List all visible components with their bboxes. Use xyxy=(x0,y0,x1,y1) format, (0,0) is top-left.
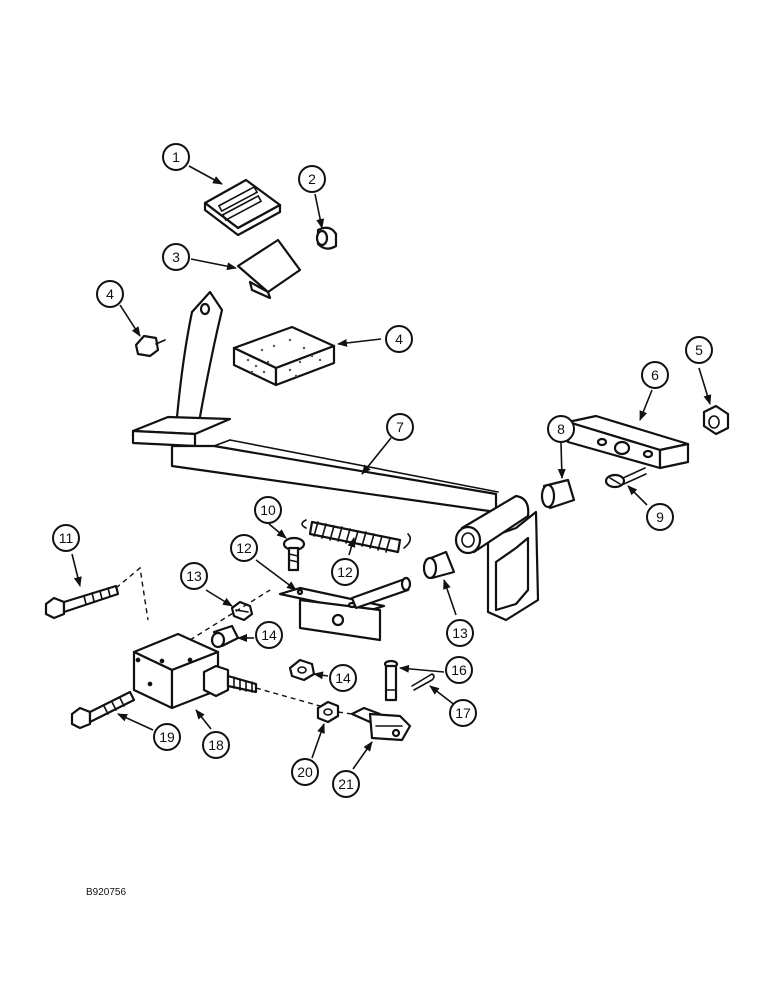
centerline-nut-clevis xyxy=(337,711,353,715)
centerline-stud xyxy=(255,687,321,707)
callout-4-right: 8 xyxy=(547,415,575,443)
svg-text:10: 10 xyxy=(260,502,276,518)
callout-13-right: 9 xyxy=(646,503,674,531)
svg-text:9: 9 xyxy=(656,509,664,525)
part-clevis-pin xyxy=(383,659,399,702)
callout-7: 21 xyxy=(332,770,360,798)
svg-text:3: 3 xyxy=(172,249,180,265)
callout-1: 3 xyxy=(162,243,190,271)
part-bolt-11 xyxy=(134,334,166,358)
part-pedal-pad xyxy=(203,178,282,237)
part-nut-19 xyxy=(230,600,254,622)
part-pedal-cap xyxy=(236,238,302,300)
part-spring xyxy=(301,519,412,554)
svg-text:6: 6 xyxy=(651,367,659,383)
callout-11: 4 xyxy=(96,280,124,308)
part-nut-21 xyxy=(316,700,340,724)
callout-5: 6 xyxy=(641,361,669,389)
callout-18: 11 xyxy=(52,524,80,552)
svg-text:21: 21 xyxy=(338,776,354,792)
svg-text:5: 5 xyxy=(695,342,703,358)
svg-text:4: 4 xyxy=(395,331,403,347)
svg-text:1: 1 xyxy=(172,149,180,165)
part-bolt-18 xyxy=(44,584,120,620)
svg-text:13: 13 xyxy=(186,568,202,584)
svg-text:7: 7 xyxy=(396,419,404,435)
centerline-bushing xyxy=(189,589,271,641)
svg-text:12: 12 xyxy=(337,564,353,580)
part-bushing-right xyxy=(540,478,576,510)
part-bushing-12 xyxy=(210,624,240,649)
svg-text:4: 4 xyxy=(106,286,114,302)
figure-reference: B920756 xyxy=(86,887,127,898)
callout-14-right: 5 xyxy=(685,336,713,364)
leader-lines xyxy=(71,165,712,770)
callout-2: 1 xyxy=(162,143,190,171)
part-pedal-shaft xyxy=(131,290,540,622)
part-bushing-left xyxy=(422,550,456,580)
part-clevis xyxy=(350,706,412,742)
part-foam-pad xyxy=(232,325,336,387)
svg-text:2: 2 xyxy=(308,171,316,187)
svg-text:11: 11 xyxy=(59,530,74,546)
part-screw-right xyxy=(604,467,647,489)
callout-16: 16 xyxy=(445,656,473,684)
callout-12-top: 2 xyxy=(298,165,326,193)
svg-text:8: 8 xyxy=(557,421,565,437)
part-nut-center xyxy=(288,658,316,682)
svg-text:16: 16 xyxy=(451,662,467,678)
part-cotter-pin xyxy=(411,673,435,691)
part-nut-right xyxy=(702,404,730,436)
svg-text:13: 13 xyxy=(452,625,468,641)
callout-20: 19 xyxy=(153,723,181,751)
callout-12-left: 14 xyxy=(255,621,283,649)
part-spring-bracket xyxy=(278,576,412,642)
part-screw-left xyxy=(282,536,306,572)
centerline-bolt-18 xyxy=(115,566,149,621)
callout-6: 12 xyxy=(230,534,258,562)
callout-17: 17 xyxy=(449,699,477,727)
svg-text:18: 18 xyxy=(208,737,224,753)
svg-text:14: 14 xyxy=(335,670,351,686)
svg-text:20: 20 xyxy=(297,764,313,780)
part-bolt-20 xyxy=(70,690,136,730)
callout-9: 4 xyxy=(385,325,413,353)
part-bushing-top xyxy=(315,226,338,250)
svg-text:17: 17 xyxy=(455,705,471,721)
part-mount-plate xyxy=(566,414,690,470)
callout-4-left: 13 xyxy=(446,619,474,647)
callout-14-center: 14 xyxy=(329,664,357,692)
callout-19: 13 xyxy=(180,562,208,590)
svg-text:14: 14 xyxy=(261,627,277,643)
svg-text:19: 19 xyxy=(159,729,175,745)
callout-10: 18 xyxy=(202,731,230,759)
svg-text:12: 12 xyxy=(236,540,252,556)
callout-8: 12 xyxy=(331,558,359,586)
callout-3: 7 xyxy=(386,413,414,441)
callout-13-left: 10 xyxy=(254,496,282,524)
callout-21: 20 xyxy=(291,758,319,786)
part-switch-block xyxy=(132,632,258,710)
